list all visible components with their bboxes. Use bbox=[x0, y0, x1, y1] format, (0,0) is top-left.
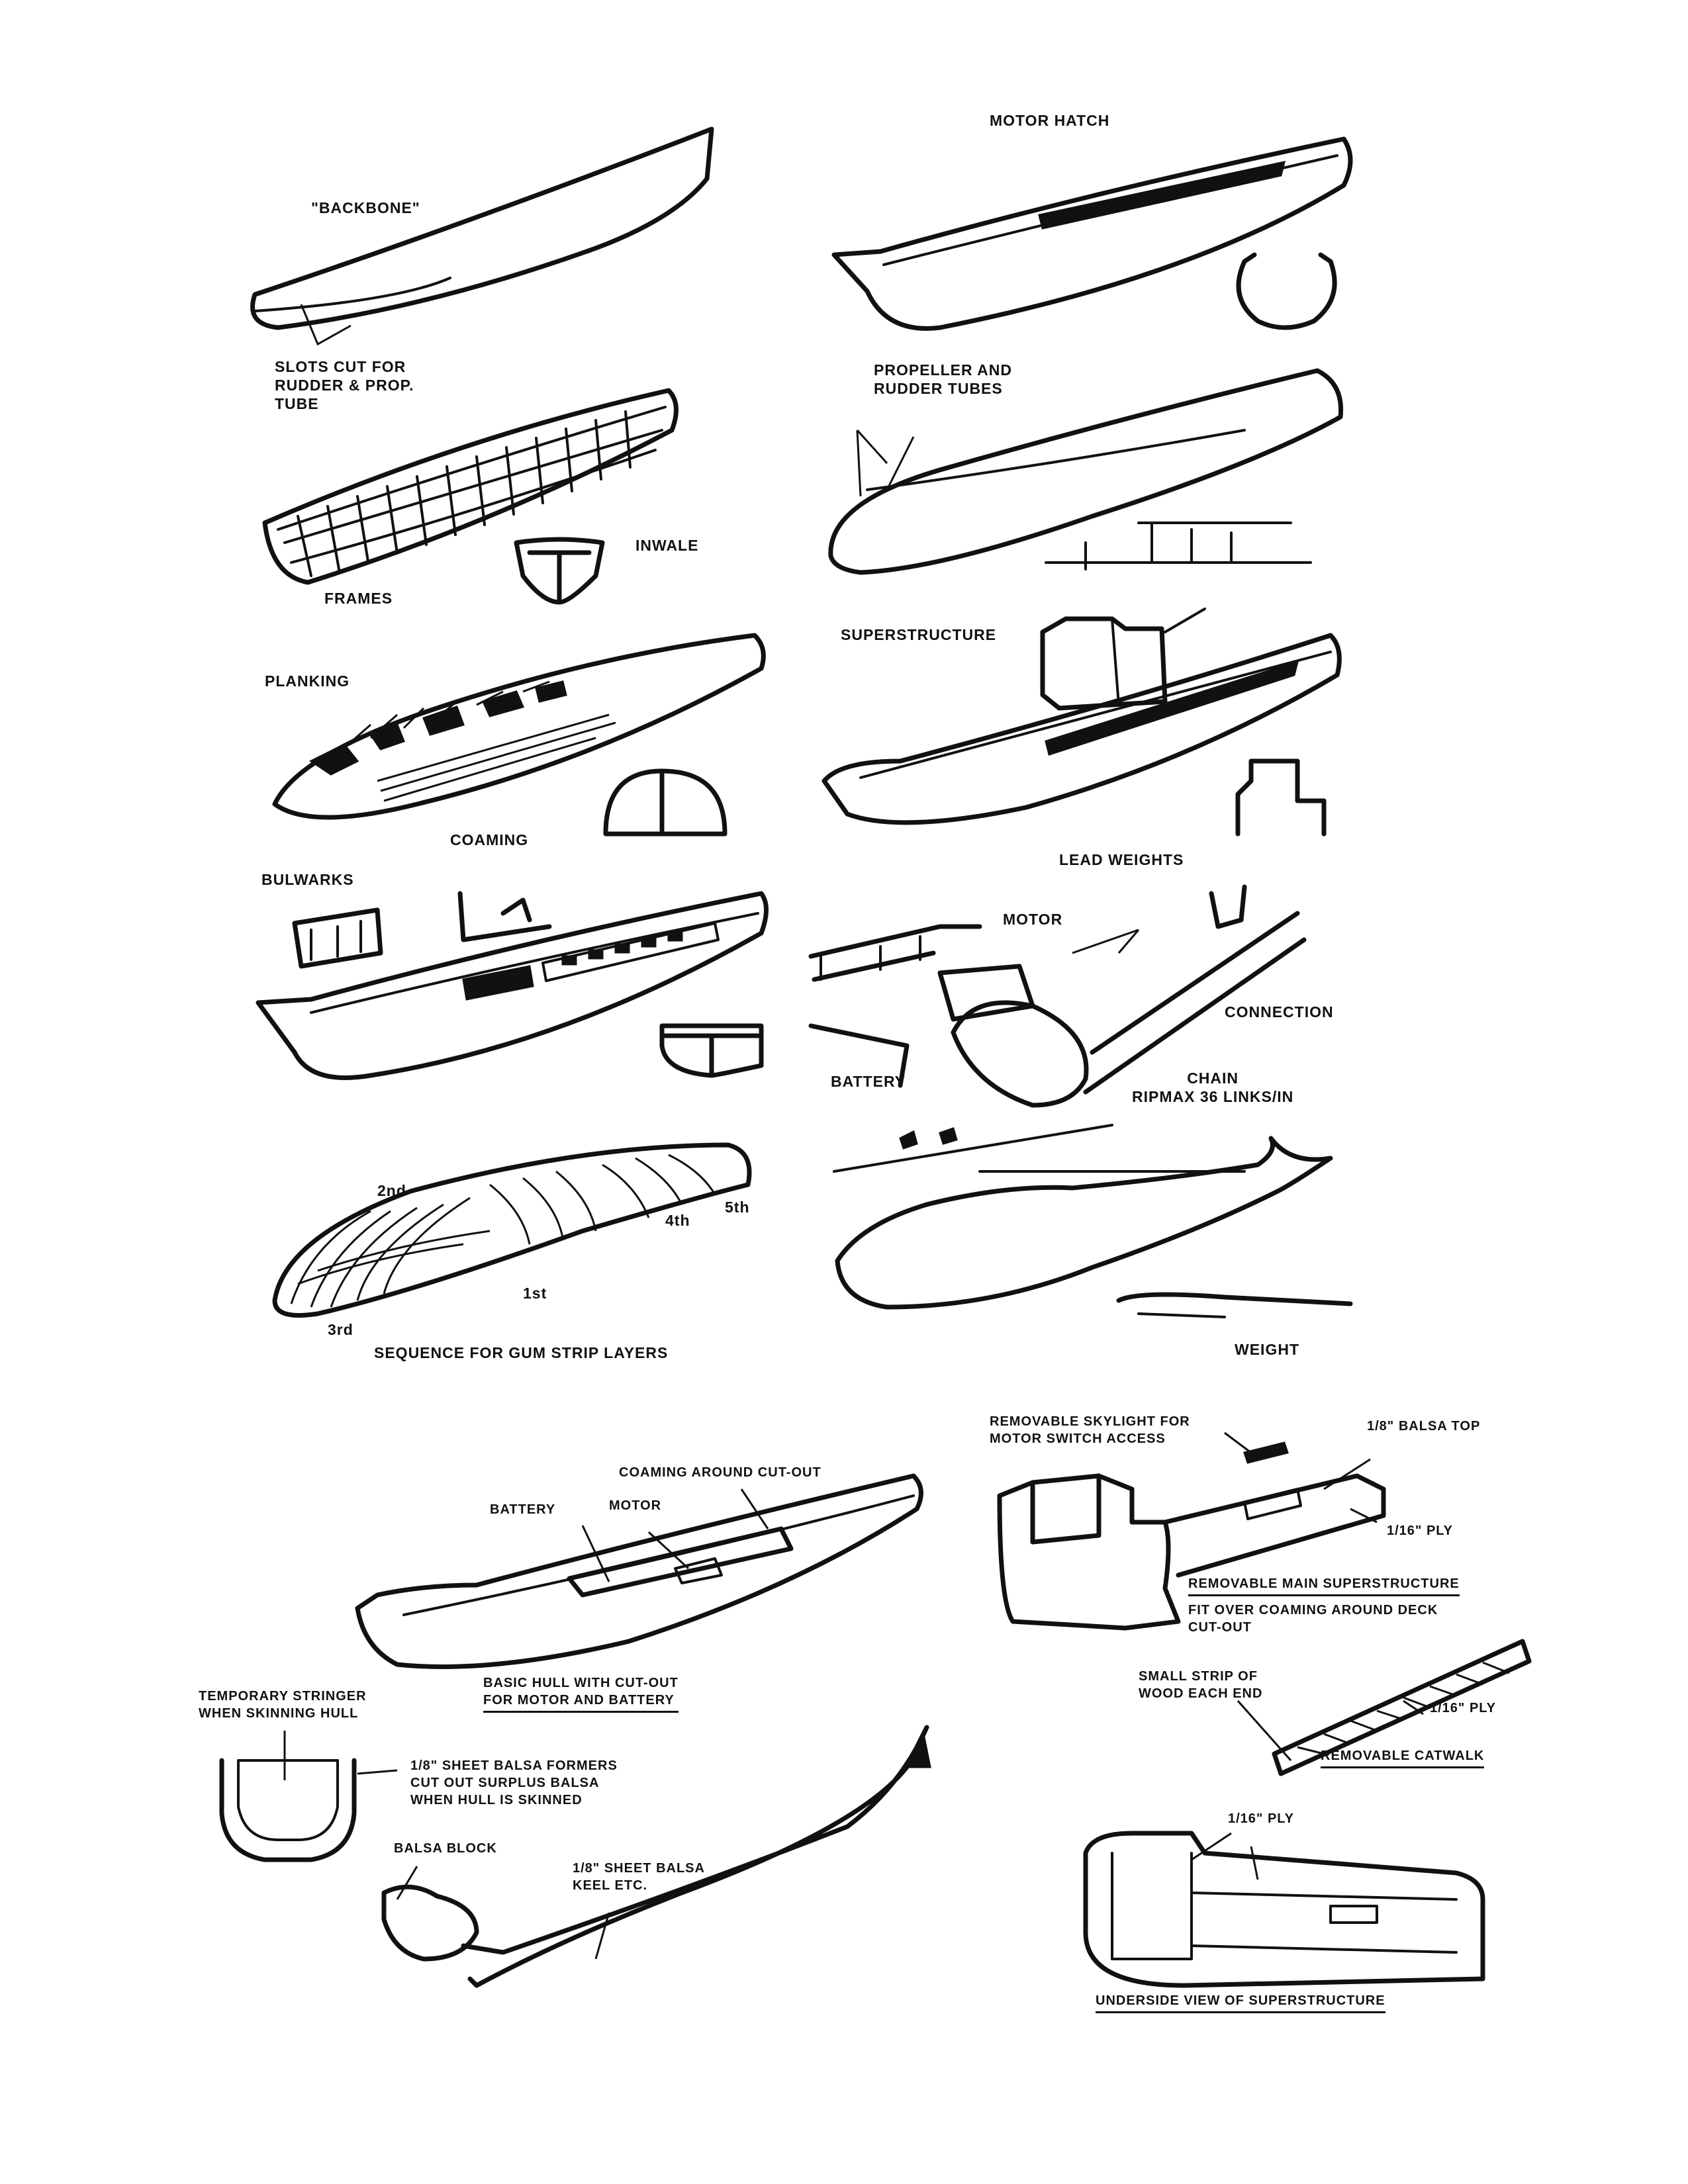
propeller-rudder-drawing bbox=[831, 371, 1341, 572]
label-motor: MOTOR bbox=[1003, 910, 1062, 929]
label-ply-16-a: 1/16" PLY bbox=[1387, 1522, 1453, 1539]
frames-drawing bbox=[265, 390, 676, 602]
label-sequence: SEQUENCE FOR GUM STRIP LAYERS bbox=[374, 1343, 668, 1362]
label-layer-1st: 1st bbox=[523, 1284, 547, 1302]
label-weight: WEIGHT bbox=[1235, 1340, 1299, 1359]
label-ply-16-c: 1/16" PLY bbox=[1228, 1810, 1294, 1827]
label-chain: CHAIN RIPMAX 36 LINKS/IN bbox=[1132, 1069, 1293, 1106]
label-superstructure: SUPERSTRUCTURE bbox=[841, 625, 996, 644]
label-coaming-cutout: COAMING AROUND CUT-OUT bbox=[619, 1464, 821, 1481]
label-frames: FRAMES bbox=[324, 589, 393, 608]
label-balsa-top: 1/8" BALSA TOP bbox=[1367, 1418, 1480, 1435]
former-cross-section-drawing bbox=[222, 1731, 397, 1860]
label-slots: SLOTS CUT FOR RUDDER & PROP. TUBE bbox=[275, 357, 414, 413]
label-main-superstructure: REMOVABLE MAIN SUPERSTRUCTURE bbox=[1188, 1575, 1460, 1596]
label-ply-16-b: 1/16" PLY bbox=[1430, 1700, 1496, 1717]
label-skylight: REMOVABLE SKYLIGHT FOR MOTOR SWITCH ACCE… bbox=[990, 1413, 1190, 1447]
label-coaming: COAMING bbox=[450, 831, 528, 849]
label-planking: PLANKING bbox=[265, 672, 350, 690]
label-fit-over: FIT OVER COAMING AROUND DECK CUT-OUT bbox=[1188, 1602, 1438, 1636]
label-small-strip: SMALL STRIP OF WOOD EACH END bbox=[1139, 1668, 1262, 1702]
label-layer-4th: 4th bbox=[665, 1211, 690, 1230]
label-underside: UNDERSIDE VIEW OF SUPERSTRUCTURE bbox=[1096, 1992, 1385, 2013]
label-keel: 1/8" SHEET BALSA KEEL ETC. bbox=[573, 1860, 705, 1894]
label-bulwarks: BULWARKS bbox=[261, 870, 354, 889]
backbone-drawing bbox=[253, 129, 712, 344]
removable-superstructure-drawing bbox=[1000, 1433, 1383, 1628]
bulwarks-hull-drawing bbox=[258, 893, 767, 1077]
label-battery: BATTERY bbox=[831, 1072, 906, 1091]
planking-drawing bbox=[275, 635, 763, 834]
label-inwale: INWALE bbox=[635, 536, 698, 555]
label-motor-small: MOTOR bbox=[609, 1497, 661, 1514]
label-battery-small: BATTERY bbox=[490, 1501, 555, 1518]
label-balsa-block: BALSA BLOCK bbox=[394, 1840, 497, 1857]
label-layer-3rd: 3rd bbox=[328, 1320, 353, 1339]
underside-superstructure-drawing bbox=[1086, 1833, 1483, 1985]
chain-weight-drawing bbox=[834, 1125, 1350, 1317]
label-backbone: "BACKBONE" bbox=[311, 199, 420, 217]
label-layer-2nd-top: 2nd bbox=[377, 1181, 406, 1200]
label-basic-hull: BASIC HULL WITH CUT-OUT FOR MOTOR AND BA… bbox=[483, 1674, 679, 1713]
label-propeller-rudder: PROPELLER AND RUDDER TUBES bbox=[874, 361, 1012, 398]
gum-strip-hull-drawing bbox=[275, 1145, 749, 1316]
label-layer-5th: 5th bbox=[725, 1198, 750, 1216]
label-catwalk: REMOVABLE CATWALK bbox=[1321, 1747, 1484, 1768]
label-motor-hatch: MOTOR HATCH bbox=[990, 111, 1109, 130]
motor-hatch-drawing bbox=[834, 139, 1350, 328]
label-balsa-formers: 1/8" SHEET BALSA FORMERS CUT OUT SURPLUS… bbox=[410, 1757, 618, 1809]
label-lead-weights: LEAD WEIGHTS bbox=[1059, 850, 1184, 869]
label-temporary-stringer: TEMPORARY STRINGER WHEN SKINNING HULL bbox=[199, 1688, 367, 1722]
label-connection: CONNECTION bbox=[1225, 1003, 1334, 1021]
